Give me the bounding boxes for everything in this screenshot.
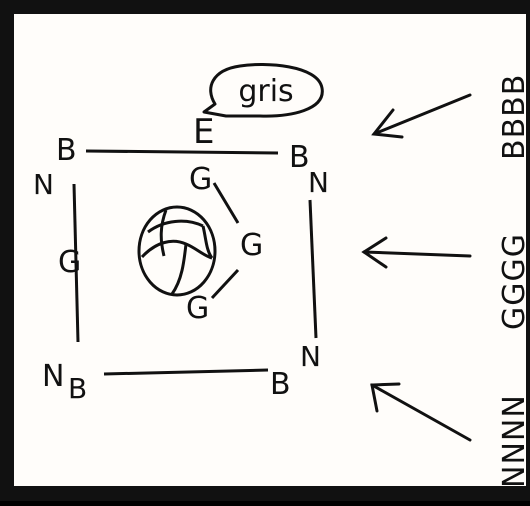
ball-g-top: G xyxy=(189,162,212,197)
arrow-middle xyxy=(361,236,472,269)
edge-right xyxy=(308,199,318,339)
edge-bottom xyxy=(103,368,269,376)
top-left-b: B xyxy=(56,133,77,168)
label-e: E xyxy=(193,112,214,152)
top-right-b: B xyxy=(289,140,310,175)
speech-bubble: gris xyxy=(202,63,324,118)
triangle-line-bottom xyxy=(210,268,240,300)
edge-top xyxy=(85,149,279,155)
volleyball-icon xyxy=(137,205,217,297)
top-left-n: N xyxy=(33,168,54,201)
panel-paper xyxy=(14,14,526,486)
left-edge-g: G xyxy=(58,245,81,280)
bottom-right-n: N xyxy=(300,340,321,373)
speech-bubble-text: gris xyxy=(238,74,293,109)
side-string-top: BBBB xyxy=(497,74,530,160)
top-right-n: N xyxy=(308,166,329,199)
side-string-bottom: NNNN xyxy=(497,394,530,488)
edge-left xyxy=(72,183,80,343)
side-string-middle: GGGG xyxy=(497,233,530,330)
bottom-left-n: N xyxy=(42,359,64,394)
ball-g-bottom: G xyxy=(186,291,209,326)
arrow-bottom xyxy=(370,382,472,442)
bottom-right-b: B xyxy=(270,367,291,402)
ball-g-right: G xyxy=(240,228,263,263)
bottom-left-b: B xyxy=(68,372,87,405)
arrow-top xyxy=(371,93,472,139)
triangle-line-top xyxy=(212,182,240,224)
